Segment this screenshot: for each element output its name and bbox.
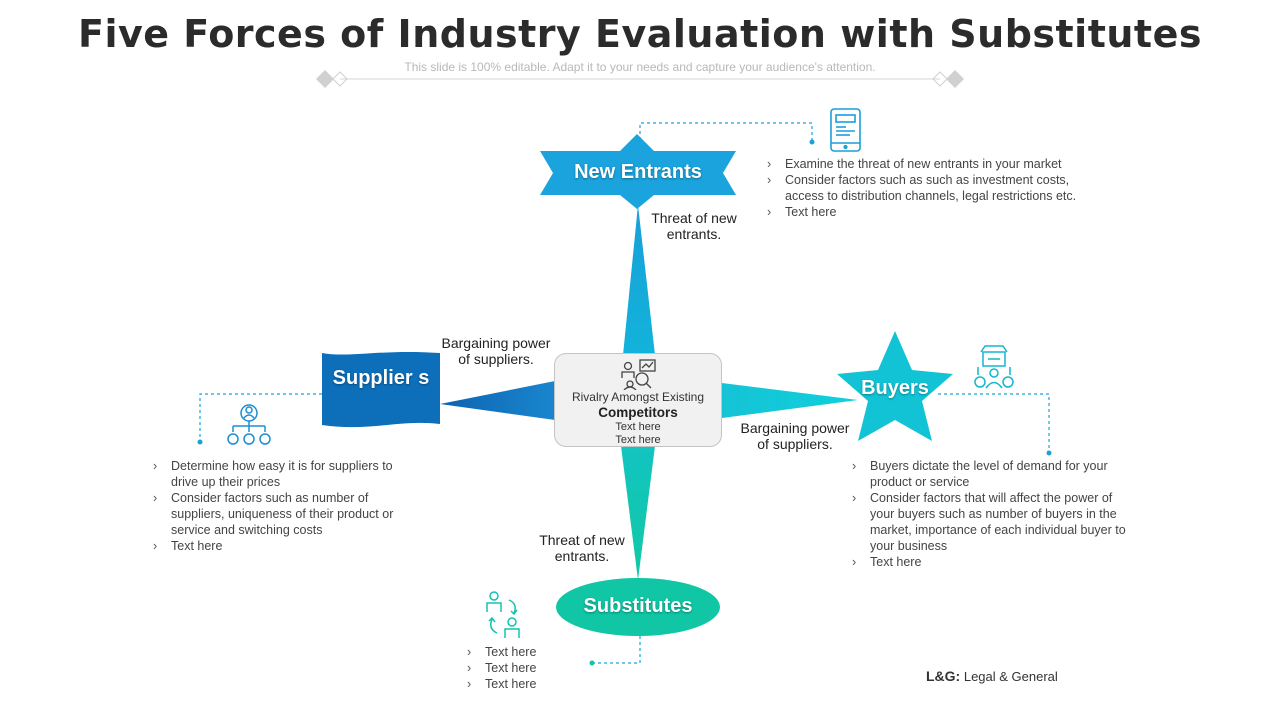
list-item: Consider factors such as number of suppl…	[151, 490, 413, 538]
center-competitors-box: Rivalry Amongst Existing Competitors Tex…	[554, 353, 722, 447]
store-buyer-icon	[974, 345, 1014, 389]
new-entrants-bullets: Examine the threat of new entrants in yo…	[765, 156, 1100, 220]
hierarchy-users-icon	[227, 404, 271, 445]
suppliers-shape	[322, 351, 440, 428]
list-item: Text here	[151, 538, 413, 554]
substitutes-label: Substitutes	[583, 595, 693, 617]
substitutes-shape	[556, 578, 720, 636]
brand-mark: L&G:	[926, 668, 961, 684]
substitutes-bullets: Text here Text here Text here	[465, 644, 585, 692]
exchange-users-icon	[486, 591, 520, 638]
list-item: Buyers dictate the level of demand for y…	[850, 458, 1135, 490]
brand-name: Legal & General	[963, 669, 1058, 684]
list-item: Text here	[465, 660, 585, 676]
spike-right	[722, 383, 858, 418]
list-item: Examine the threat of new entrants in yo…	[765, 156, 1100, 172]
tablet-chart-icon	[830, 108, 861, 152]
spike-left	[440, 381, 555, 420]
buyers-force-label: Bargaining power of suppliers.	[740, 420, 850, 452]
center-text-1: Text here	[615, 421, 661, 433]
suppliers-label: Supplier s	[332, 367, 430, 389]
list-item: Text here	[465, 676, 585, 692]
list-item: Text here	[465, 644, 585, 660]
new-entrants-label: New Entrants	[574, 161, 702, 183]
list-item: Text here	[765, 204, 1100, 220]
buyers-shape	[837, 331, 953, 441]
connectors	[199, 122, 1050, 664]
page-title: Five Forces of Industry Evaluation with …	[78, 12, 1202, 56]
center-text-2: Text here	[615, 434, 661, 446]
suppliers-bullets: Determine how easy it is for suppliers t…	[151, 458, 413, 554]
list-item: Consider factors that will affect the po…	[850, 490, 1135, 554]
new-entrants-force-label: Threat of new entrants.	[651, 210, 737, 242]
suppliers-force-label: Bargaining power of suppliers.	[441, 335, 551, 367]
spike-top	[623, 205, 655, 355]
page-subtitle: This slide is 100% editable. Adapt it to…	[404, 60, 876, 74]
center-subtitle: Competitors	[598, 405, 678, 420]
list-item: Text here	[850, 554, 1135, 570]
list-item: Consider factors such as such as investm…	[765, 172, 1100, 204]
spike-bottom	[621, 446, 655, 580]
substitutes-force-label: Threat of new entrants.	[539, 532, 625, 564]
list-item: Determine how easy it is for suppliers t…	[151, 458, 413, 490]
new-entrants-shape	[540, 134, 736, 209]
subtitle-ornament	[316, 70, 964, 88]
brand-logo: L&G: Legal & General	[926, 668, 1058, 684]
center-title: Rivalry Amongst Existing	[571, 390, 705, 404]
competitors-icon	[621, 359, 656, 390]
buyers-label: Buyers	[861, 377, 929, 399]
buyers-bullets: Buyers dictate the level of demand for y…	[850, 458, 1135, 570]
